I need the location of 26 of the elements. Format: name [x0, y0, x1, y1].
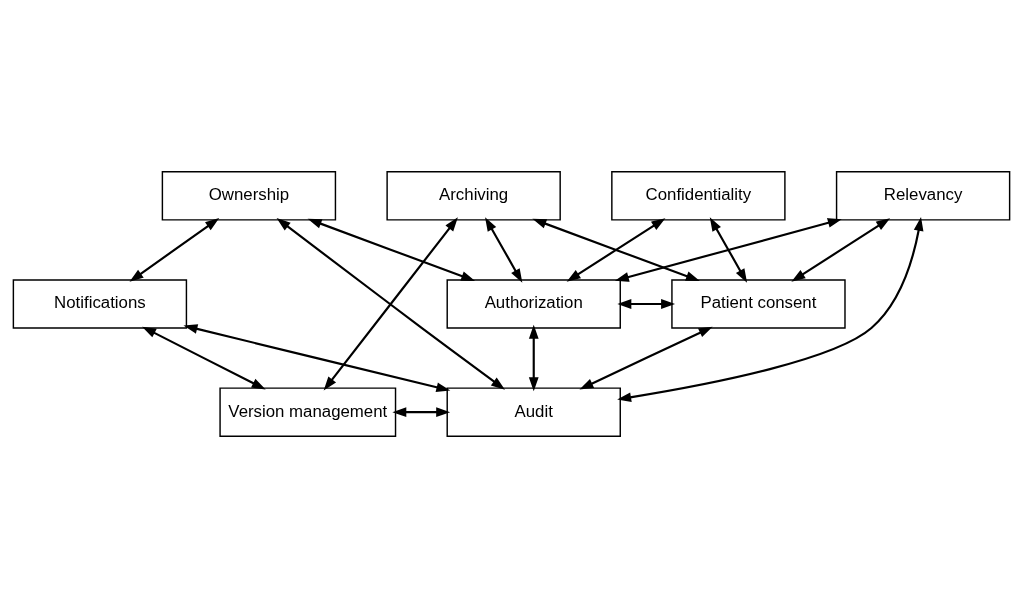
node-box: Ownership	[161, 170, 337, 221]
arrow	[129, 217, 220, 282]
arrow	[617, 216, 924, 402]
arrow	[566, 217, 666, 282]
node-box: Archiving	[386, 170, 561, 221]
arrow	[532, 218, 700, 281]
node-box: Confidentiality	[611, 170, 786, 221]
arrow	[485, 216, 523, 283]
arrow	[323, 216, 458, 390]
arrow	[791, 217, 891, 282]
node-box: Audit	[446, 386, 621, 437]
node-box: Authorization	[446, 278, 621, 329]
arrow	[307, 218, 476, 281]
arrow	[614, 217, 842, 282]
arrow	[528, 324, 539, 391]
node-box: Notifications	[12, 278, 188, 329]
arrow	[392, 406, 451, 417]
arrow	[276, 217, 505, 390]
arrow	[709, 216, 748, 283]
node-box: Version management	[219, 386, 397, 437]
arrow	[142, 326, 266, 390]
arrow	[617, 298, 676, 309]
node-box: Relevancy	[835, 170, 1011, 221]
arrow	[579, 326, 713, 389]
arrow	[183, 323, 451, 392]
node-box: Patient consent	[671, 278, 846, 329]
